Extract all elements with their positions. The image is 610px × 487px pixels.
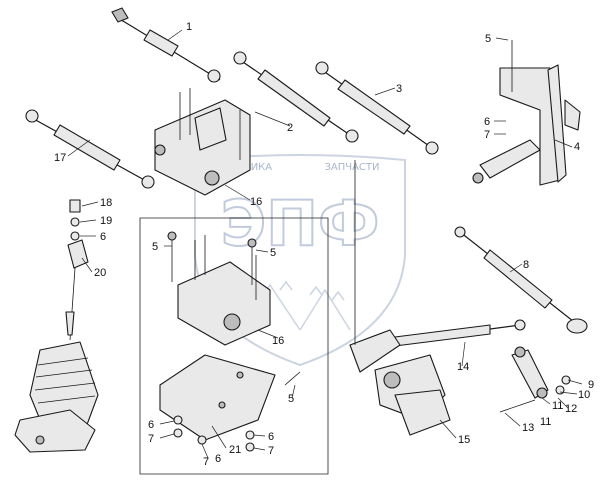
callout-14: 14 bbox=[457, 361, 469, 373]
callout-6-bottom-center: 6 bbox=[215, 453, 221, 465]
callout-6-left: 6 bbox=[100, 231, 106, 243]
callout-5-top: 5 bbox=[485, 33, 491, 45]
callout-6-right: 6 bbox=[484, 116, 490, 128]
callout-13: 13 bbox=[522, 422, 534, 434]
callout-7-bottom-left: 7 bbox=[148, 433, 154, 445]
callout-21: 21 bbox=[229, 444, 241, 456]
callout-12: 12 bbox=[565, 403, 577, 415]
callout-19: 19 bbox=[100, 215, 112, 227]
watermark-logo-text: ЭПФ bbox=[221, 187, 380, 260]
callout-20: 20 bbox=[94, 267, 106, 279]
callout-7-bottom-right: 7 bbox=[268, 445, 274, 457]
callout-5-inset-bottom: 5 bbox=[288, 393, 294, 405]
callout-4: 4 bbox=[574, 141, 580, 153]
callout-18: 18 bbox=[100, 197, 112, 209]
leader-lines bbox=[67, 29, 583, 459]
callout-11b: 11 bbox=[540, 416, 551, 428]
watermark-caption-right: ЗАПЧАСТИ bbox=[324, 162, 379, 173]
callout-5-inset-right: 5 bbox=[270, 247, 276, 259]
bracket-16-inset bbox=[167, 231, 271, 346]
callout-16-inset: 16 bbox=[272, 335, 284, 347]
lever-boot bbox=[14, 341, 99, 453]
inset-fasteners bbox=[173, 415, 255, 452]
bracket-4 bbox=[472, 40, 581, 186]
lever-15 bbox=[349, 160, 451, 436]
callout-3: 3 bbox=[396, 83, 402, 95]
rod-3 bbox=[315, 61, 439, 155]
rod-14 bbox=[369, 319, 526, 347]
callout-labels: 1 2 3 5 6 7 4 8 9 10 11 12 11 13 14 15 1… bbox=[54, 21, 594, 468]
callout-7-right: 7 bbox=[484, 129, 490, 141]
callout-2: 2 bbox=[287, 122, 293, 134]
rod-2 bbox=[233, 51, 359, 143]
callout-16-top: 16 bbox=[250, 196, 262, 208]
callout-15: 15 bbox=[458, 434, 470, 446]
mounting-plate bbox=[159, 354, 301, 441]
rod-8 bbox=[454, 226, 588, 334]
rod-1 bbox=[111, 7, 221, 83]
link-10-11 bbox=[499, 346, 571, 413]
callout-6-bottom-left: 6 bbox=[148, 419, 154, 431]
inset-frame bbox=[139, 217, 329, 475]
callout-10: 10 bbox=[578, 389, 590, 401]
callout-6-bottom-right: 6 bbox=[268, 431, 274, 443]
callout-5-inset-left: 5 bbox=[152, 241, 158, 253]
callout-11a: 11 bbox=[552, 400, 563, 412]
callout-1: 1 bbox=[186, 21, 192, 33]
gear-lever-20 bbox=[65, 199, 89, 341]
rod-17 bbox=[25, 109, 155, 189]
callout-7-bottom-center: 7 bbox=[203, 456, 209, 468]
callout-8: 8 bbox=[523, 259, 529, 271]
bracket-16-top bbox=[154, 88, 251, 196]
callout-9: 9 bbox=[588, 379, 594, 391]
callout-17: 17 bbox=[54, 152, 66, 164]
